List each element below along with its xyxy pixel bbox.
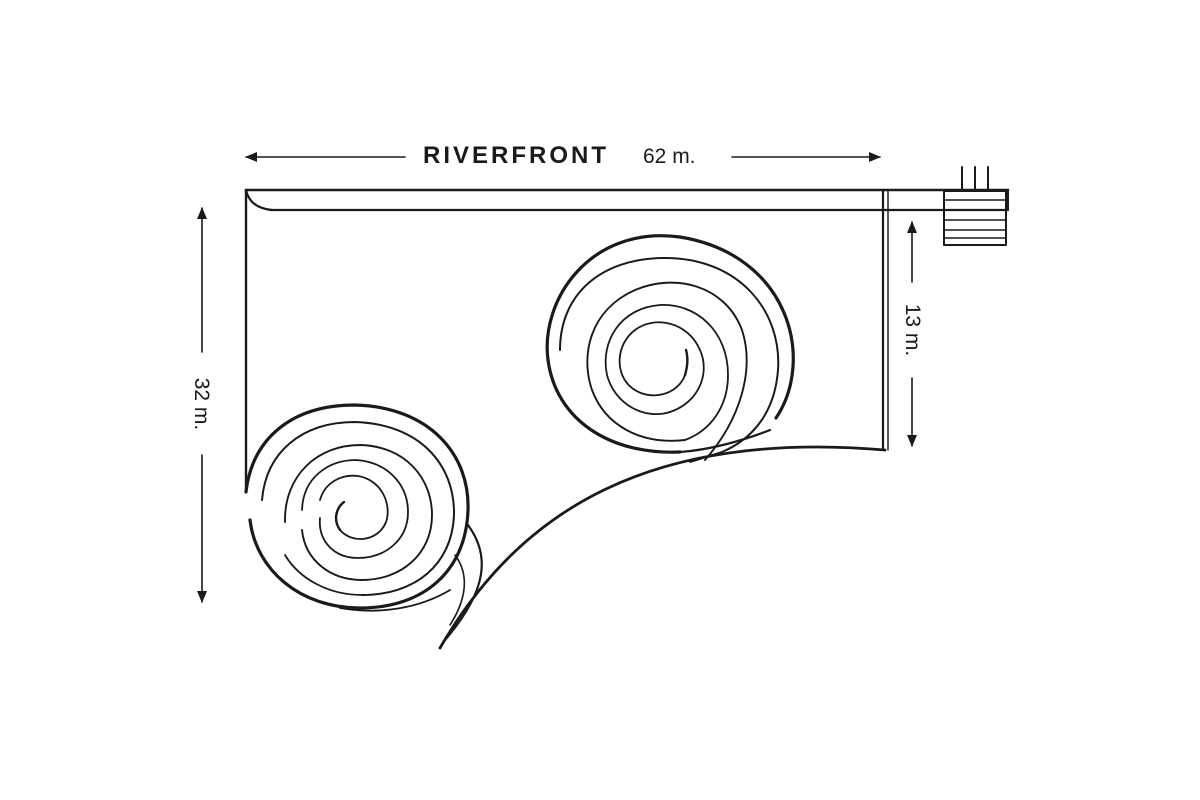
large-spiral (545, 234, 795, 463)
large-spiral-center (683, 348, 689, 377)
large-spiral-outer (545, 234, 795, 454)
small-spiral-ring-4 (319, 474, 389, 540)
top-dimension: RIVERFRONT 62 m. (245, 142, 881, 169)
curved-boundary (438, 445, 887, 650)
large-spiral-ring-1 (559, 257, 780, 453)
pier-structure (943, 166, 1007, 246)
small-spiral-tail-2 (449, 554, 466, 626)
top-dimension-label: 62 m. (643, 145, 696, 168)
right-dimension-label: 13 m. (901, 304, 924, 357)
large-spiral-ring-2 (586, 281, 748, 461)
promenade-corner (244, 188, 274, 212)
large-spiral-ring-3 (604, 304, 729, 441)
small-spiral-ring-2 (284, 444, 433, 581)
riverfront-label: RIVERFRONT (423, 142, 609, 169)
small-spiral-ring-3 (301, 459, 409, 559)
small-spiral-base (339, 589, 451, 612)
small-spiral-outer (244, 403, 470, 610)
small-spiral-tail-1 (443, 523, 483, 642)
pier-block (943, 190, 1007, 246)
left-dimension-label: 32 m. (190, 378, 213, 431)
large-spiral-ring-4 (618, 321, 705, 413)
small-spiral-ring-1 (261, 421, 456, 596)
left-dimension: 32 m. (190, 207, 213, 603)
right-dimension: 13 m. (901, 221, 924, 447)
site-outline (244, 188, 1010, 650)
small-spiral-center (334, 500, 346, 532)
small-spiral (244, 403, 483, 642)
